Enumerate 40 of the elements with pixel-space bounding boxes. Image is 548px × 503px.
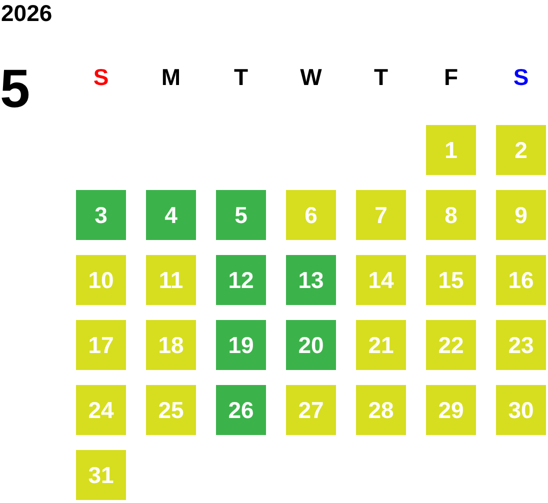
weekday-label: M: [160, 66, 182, 89]
date-cell: 11: [146, 255, 196, 305]
date-cell: 28: [356, 385, 406, 435]
date-cell: 1: [426, 125, 476, 175]
date-cell: 24: [76, 385, 126, 435]
date-cell: 14: [356, 255, 406, 305]
month-number: 5: [0, 62, 30, 116]
weekday-label: F: [442, 66, 460, 89]
date-cell: 31: [76, 450, 126, 500]
date-cell: 18: [146, 320, 196, 370]
date-cell: 26: [216, 385, 266, 435]
date-cell: 10: [76, 255, 126, 305]
date-cell: 29: [426, 385, 476, 435]
date-cell: 21: [356, 320, 406, 370]
date-cell: 25: [146, 385, 196, 435]
weekday-label: S: [512, 66, 530, 89]
date-cell: 7: [356, 190, 406, 240]
date-cell: 13: [286, 255, 336, 305]
date-cell: 2: [496, 125, 546, 175]
date-cell: 23: [496, 320, 546, 370]
year-title: 2026: [1, 2, 52, 25]
date-cell: 15: [426, 255, 476, 305]
date-cell: 30: [496, 385, 546, 435]
date-cell: 27: [286, 385, 336, 435]
date-cell: 8: [426, 190, 476, 240]
date-cell: 5: [216, 190, 266, 240]
date-cell: 19: [216, 320, 266, 370]
date-cell: 22: [426, 320, 476, 370]
weekday-label: T: [232, 66, 250, 89]
date-cell: 17: [76, 320, 126, 370]
date-cell: 16: [496, 255, 546, 305]
date-cell: 20: [286, 320, 336, 370]
weekday-label: S: [92, 66, 110, 89]
date-cell: 12: [216, 255, 266, 305]
weekday-label: T: [372, 66, 390, 89]
date-cell: 3: [76, 190, 126, 240]
date-cell: 4: [146, 190, 196, 240]
date-cell: 9: [496, 190, 546, 240]
weekday-label: W: [299, 66, 323, 89]
date-cell: 6: [286, 190, 336, 240]
